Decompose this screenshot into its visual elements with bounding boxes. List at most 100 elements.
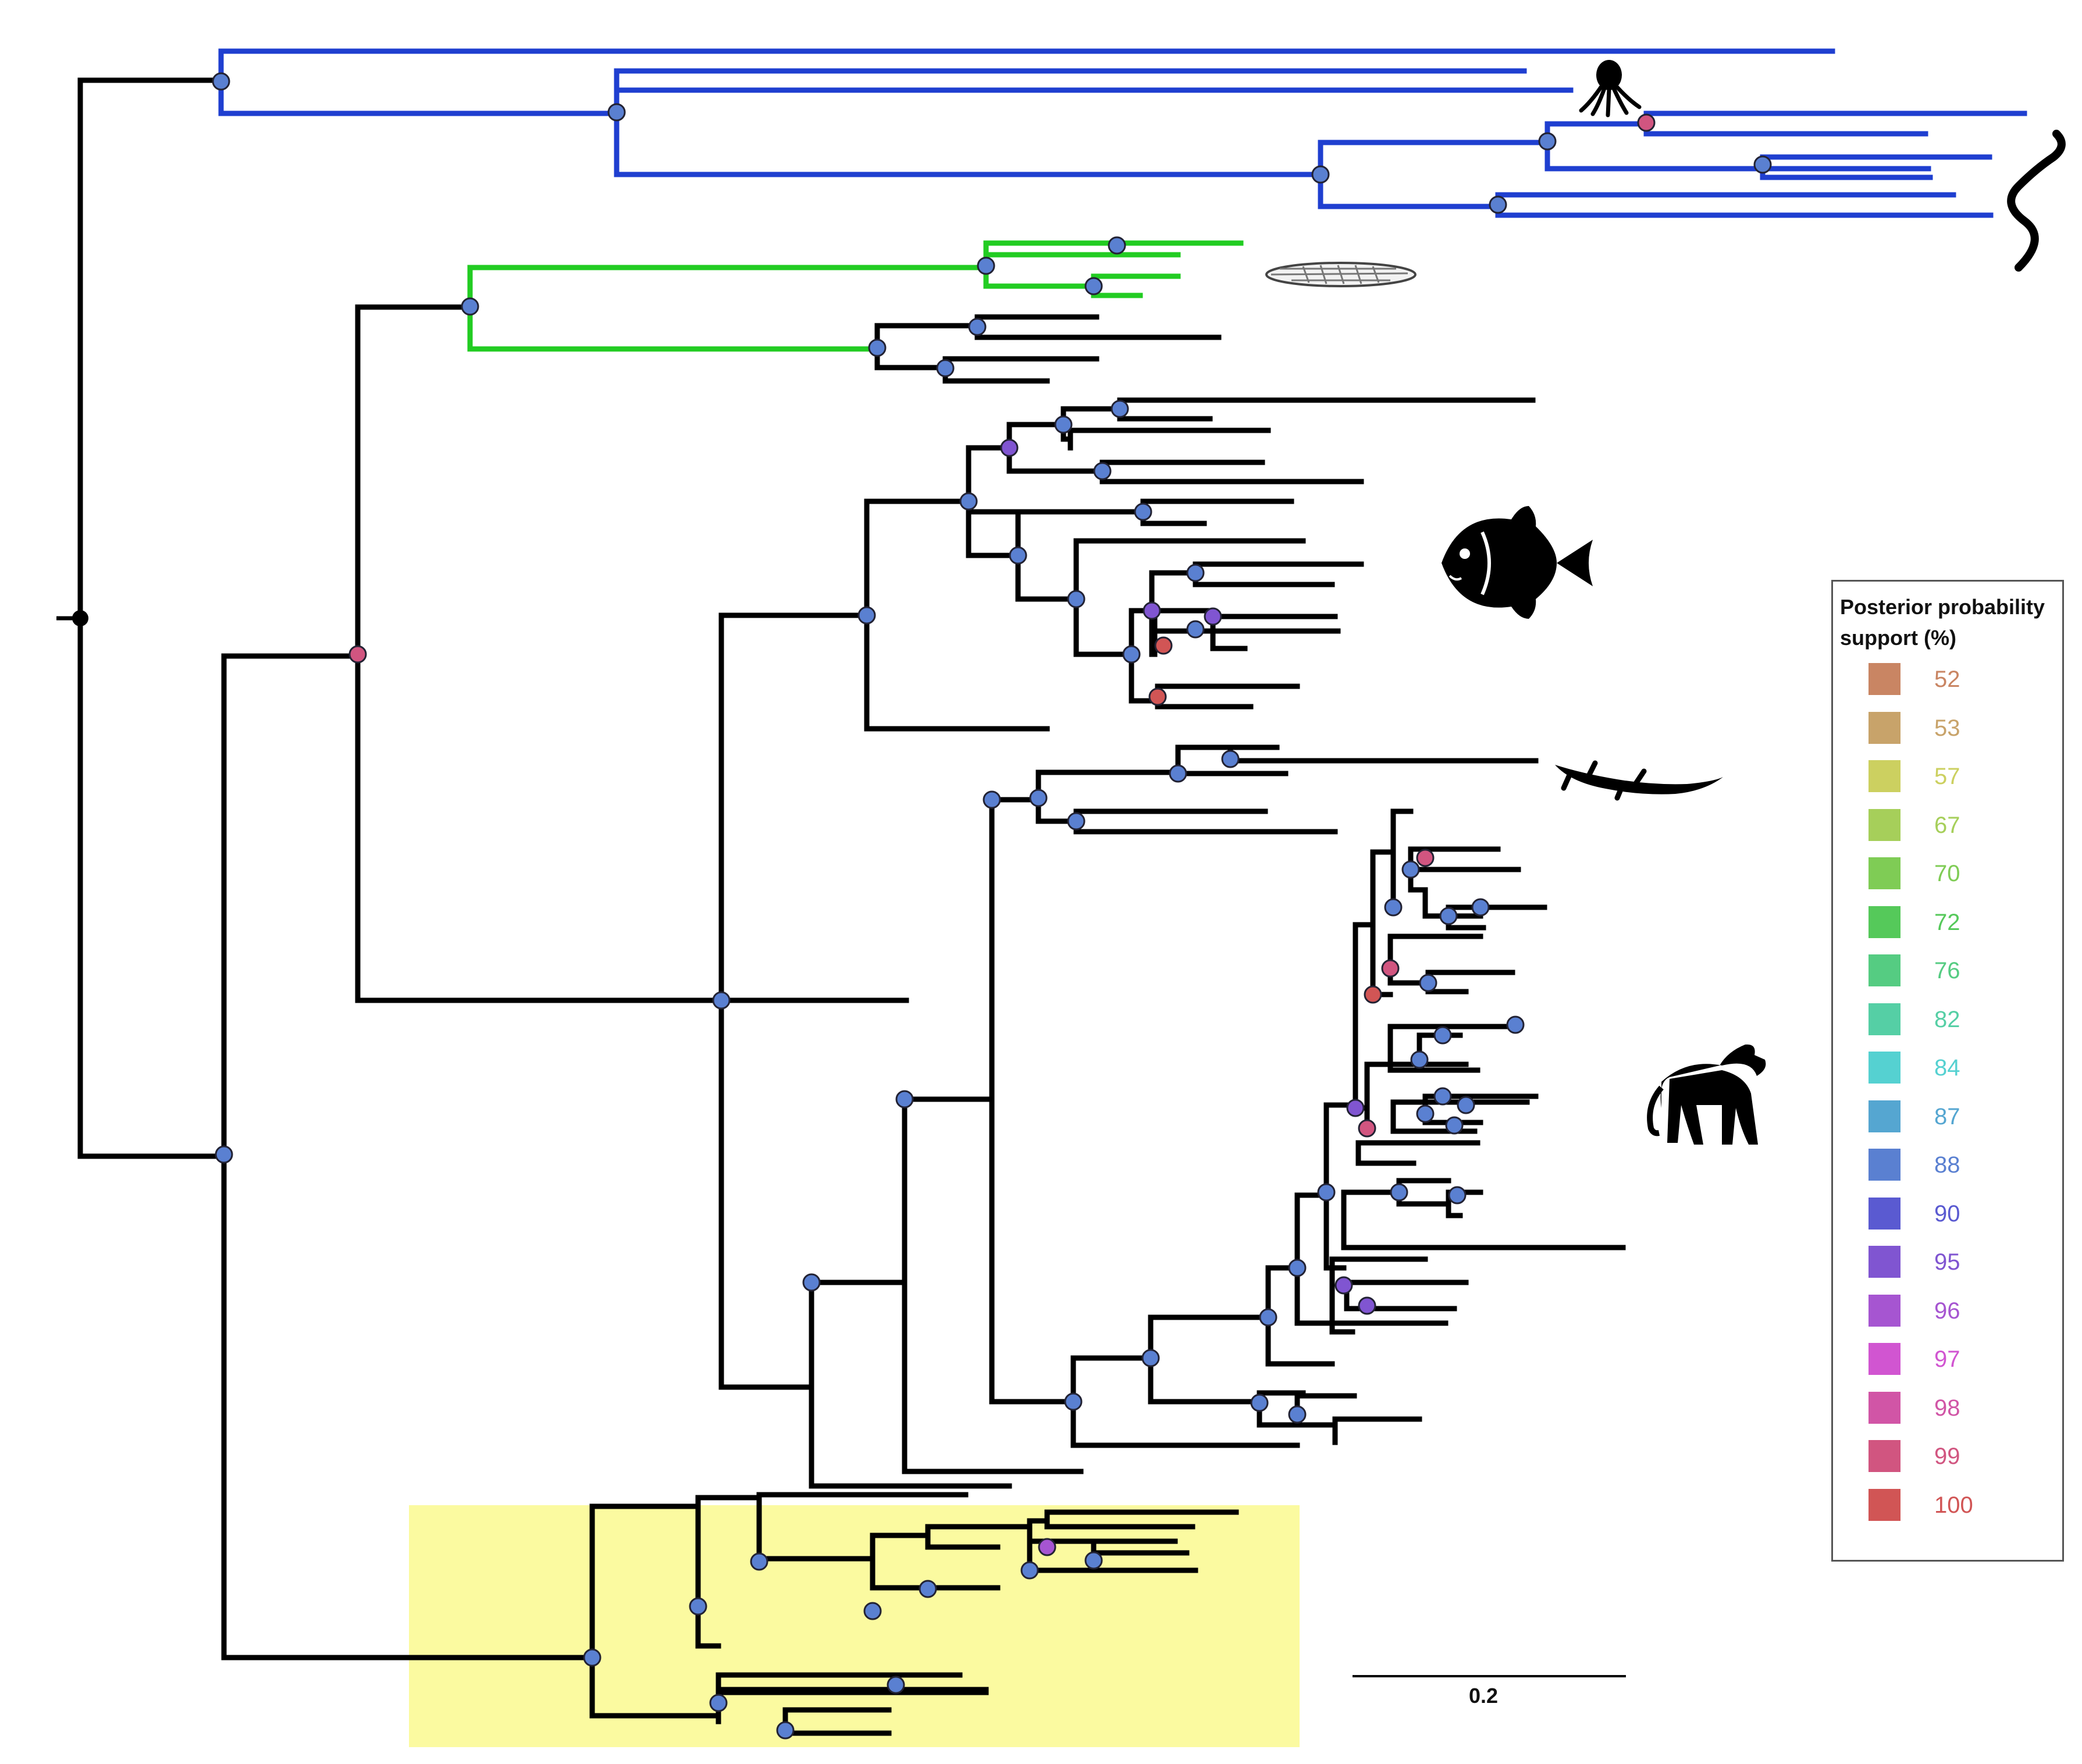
support-node xyxy=(936,359,955,377)
legend-swatch xyxy=(1869,906,1901,938)
legend-label: 97 xyxy=(1934,1346,1960,1372)
support-node xyxy=(1416,849,1435,867)
support-node xyxy=(802,1273,821,1292)
fish-icon xyxy=(1442,506,1593,619)
support-node xyxy=(1419,974,1437,992)
support-node xyxy=(1093,462,1112,480)
legend-label: 99 xyxy=(1934,1444,1960,1469)
tree-branches xyxy=(77,48,2027,1736)
legend-swatch xyxy=(1869,857,1901,889)
support-node xyxy=(1020,1561,1039,1580)
legend-swatch xyxy=(1869,1052,1901,1084)
support-node xyxy=(1317,1183,1336,1202)
support-node xyxy=(1186,564,1205,582)
legend-label: 72 xyxy=(1934,909,1960,935)
legend-label: 53 xyxy=(1934,715,1960,741)
lancelet-icon xyxy=(1265,262,1417,287)
support-node xyxy=(1384,898,1403,917)
legend-label: 100 xyxy=(1934,1492,1973,1518)
support-node xyxy=(983,790,1001,809)
legend-swatch xyxy=(1869,1100,1901,1132)
support-node xyxy=(968,318,987,336)
support-node xyxy=(1250,1394,1269,1412)
support-node xyxy=(1416,1104,1435,1123)
support-node xyxy=(1134,503,1152,521)
support-node xyxy=(1410,1050,1429,1069)
legend-swatch xyxy=(1869,1149,1901,1181)
support-node xyxy=(215,1145,233,1164)
legend-swatch xyxy=(1869,1440,1901,1472)
legend-swatch xyxy=(1869,1246,1901,1278)
support-node xyxy=(919,1580,937,1598)
scale-bar-label: 0.2 xyxy=(1468,1684,1499,1708)
support-node xyxy=(1038,1538,1056,1556)
support-node xyxy=(1538,132,1557,151)
support-node xyxy=(1288,1259,1307,1277)
support-node xyxy=(1471,898,1490,917)
root-marker xyxy=(56,610,88,626)
support-node xyxy=(1637,113,1656,132)
support-node xyxy=(1334,1276,1353,1295)
support-node xyxy=(1064,1392,1083,1411)
legend-swatch xyxy=(1869,1197,1901,1230)
support-node xyxy=(1390,1183,1408,1202)
support-node xyxy=(1204,607,1222,626)
support-node xyxy=(1259,1308,1277,1327)
support-node xyxy=(212,72,230,91)
support-node xyxy=(1457,1096,1475,1114)
legend-label: 70 xyxy=(1934,861,1960,886)
legend-label: 82 xyxy=(1934,1006,1960,1032)
support-node xyxy=(348,645,367,664)
support-node xyxy=(1506,1015,1525,1034)
support-node xyxy=(776,1721,795,1740)
support-node xyxy=(712,991,731,1010)
baboon-icon xyxy=(1647,1044,1766,1145)
support-node xyxy=(977,256,995,275)
support-node xyxy=(1186,620,1205,639)
legend-label: 67 xyxy=(1934,812,1960,838)
support-node xyxy=(1753,155,1772,174)
support-nodes xyxy=(212,72,1772,1740)
legend-label: 84 xyxy=(1934,1055,1960,1081)
support-node xyxy=(1067,590,1086,608)
legend-label: 96 xyxy=(1934,1298,1960,1324)
legend-swatch xyxy=(1869,1391,1901,1424)
legend-label: 87 xyxy=(1934,1103,1960,1129)
legend-swatch xyxy=(1869,760,1901,792)
support-node xyxy=(1346,1099,1365,1117)
legend-label: 88 xyxy=(1934,1152,1960,1178)
support-node xyxy=(1445,1116,1464,1135)
support-node xyxy=(750,1552,768,1571)
support-node xyxy=(1288,1405,1307,1424)
support-node xyxy=(857,606,876,625)
nematode-icon xyxy=(2007,130,2066,272)
legend-label: 52 xyxy=(1934,667,1960,692)
legend-label: 76 xyxy=(1934,958,1960,983)
support-node xyxy=(607,103,626,122)
support-node xyxy=(1141,1349,1160,1367)
support-node xyxy=(1029,789,1048,807)
support-node xyxy=(1358,1119,1376,1138)
legend-swatch xyxy=(1869,1488,1901,1521)
support-node xyxy=(1154,636,1173,655)
support-node xyxy=(868,338,887,357)
support-node xyxy=(1381,959,1400,978)
legend-swatch xyxy=(1869,663,1901,695)
legend-label: 95 xyxy=(1934,1249,1960,1275)
legend-label: 57 xyxy=(1934,764,1960,789)
support-node xyxy=(1084,1551,1103,1570)
support-node xyxy=(461,297,479,316)
support-node xyxy=(1000,439,1019,457)
support-node xyxy=(1311,165,1330,184)
support-node xyxy=(1401,860,1420,879)
support-node xyxy=(1054,415,1073,434)
support-node xyxy=(1433,1087,1452,1106)
support-node xyxy=(1108,236,1126,255)
legend-swatch xyxy=(1869,1343,1901,1375)
support-node xyxy=(583,1648,602,1667)
legend-swatch xyxy=(1869,711,1901,744)
support-node xyxy=(1358,1296,1376,1315)
support-node xyxy=(1364,985,1382,1004)
support-node xyxy=(1148,687,1167,706)
